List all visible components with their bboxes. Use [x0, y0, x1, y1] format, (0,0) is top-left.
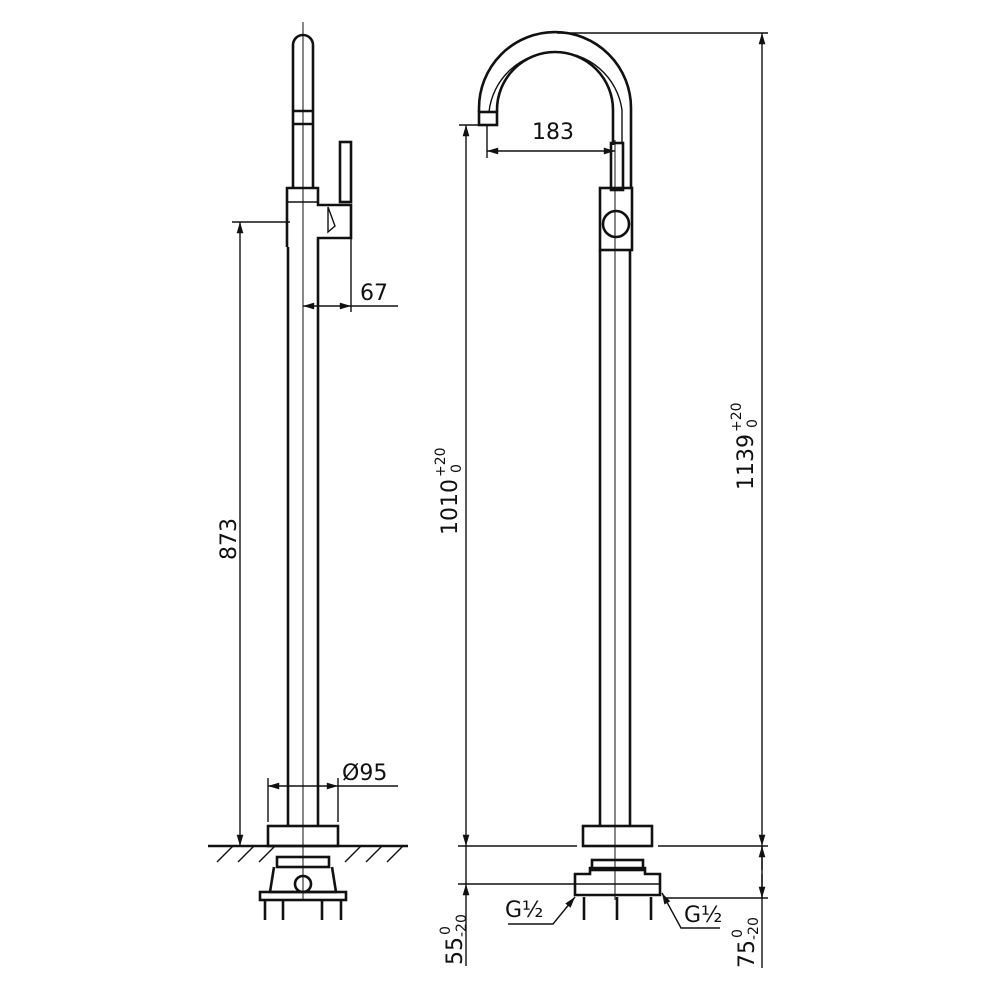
side-floor-fitting — [258, 855, 348, 920]
dim-55-label-group: 55 0 -20 — [438, 914, 470, 965]
dim-55-tol-upper: 0 — [438, 926, 454, 935]
dim-67-label: 67 — [360, 281, 388, 306]
side-lever-pivot — [327, 206, 336, 234]
dim-1010-tol-upper: +20 — [433, 447, 449, 477]
thread-right-label: G½ — [684, 903, 722, 928]
dim-75-tol-lower: -20 — [746, 917, 762, 940]
dim-75-label: 75 — [735, 940, 760, 968]
front-cartridge-circle — [601, 209, 631, 239]
thread-right-leader — [661, 892, 720, 929]
dim-183-label: 183 — [532, 120, 574, 145]
dim-1139-tol-upper: +20 — [729, 402, 745, 432]
thread-left-leader — [508, 896, 576, 925]
side-view: 873 67 Ø95 — [208, 22, 408, 920]
dim-75-label-group: 75 0 -20 — [730, 917, 762, 968]
dim-1139-label: 1139 — [734, 434, 759, 490]
dim-1010-label: 1010 — [438, 479, 463, 535]
side-mixer-body — [285, 186, 353, 247]
front-lever-handle — [609, 141, 625, 192]
dim-1010-tol-lower: 0 — [449, 464, 465, 473]
side-lever-handle — [338, 140, 353, 204]
front-spout-outlet — [477, 110, 499, 127]
front-base-flange — [581, 824, 654, 848]
front-view: 183 1010 +20 0 1139 +20 0 55 0 -20 75 0 … — [433, 30, 768, 968]
thread-left-label: G½ — [505, 898, 543, 923]
front-mixer-body — [598, 186, 634, 252]
dim-75-tol-upper: 0 — [730, 929, 746, 938]
dim-55-label: 55 — [443, 937, 468, 965]
dim-55-tol-lower: -20 — [454, 914, 470, 937]
dim-1010-label-group: 1010 +20 0 — [433, 447, 465, 535]
dim-95-label: Ø95 — [342, 761, 387, 786]
dim-873-label: 873 — [217, 518, 242, 560]
front-spout-outer — [477, 30, 633, 188]
front-floor-fitting — [573, 858, 662, 920]
dim-1139-tol-lower: 0 — [745, 419, 761, 428]
floor-hatch — [216, 845, 404, 863]
front-spout-midline — [488, 51, 623, 143]
side-spout-tube — [291, 33, 315, 188]
dim-1139-label-group: 1139 +20 0 — [729, 402, 761, 490]
